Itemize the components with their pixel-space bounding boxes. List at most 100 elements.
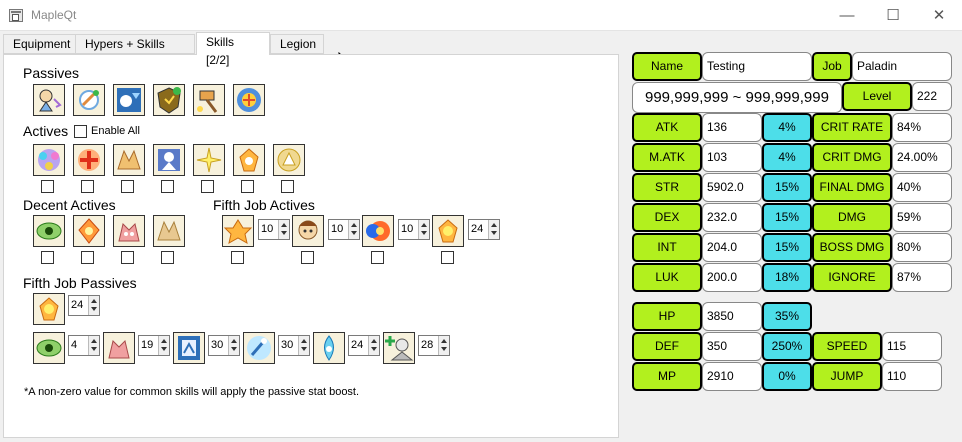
fifth-active-level-spinbox[interactable]: 10 [398, 219, 430, 240]
minimize-button[interactable]: — [839, 7, 855, 24]
spin-arrows-icon[interactable] [298, 336, 309, 355]
tab-legion[interactable]: Legion [270, 34, 324, 54]
name-field[interactable]: Testing [702, 52, 812, 81]
close-button[interactable]: ✕ [932, 7, 946, 24]
fifth-passive-level-spinbox[interactable]: 24 [68, 295, 100, 316]
final-dmg-label: FINAL DMG [812, 173, 892, 202]
luk-field[interactable]: 200.0 [702, 263, 762, 292]
decent-skill-checkbox[interactable] [121, 251, 134, 264]
fifth-passive-level-spinbox[interactable]: 28 [418, 335, 450, 356]
fifth-active-level-spinbox[interactable]: 24 [468, 219, 500, 240]
enable-all-label: Enable All [91, 125, 140, 137]
decent-skill-checkbox[interactable] [81, 251, 94, 264]
tab-equipment[interactable]: Equipment [3, 34, 76, 54]
title-bar: MapleQt — ☐ ✕ [0, 0, 962, 31]
spin-arrows-icon[interactable] [368, 336, 379, 355]
hp-field[interactable]: 3850 [702, 302, 762, 331]
passive-skill-icon [113, 84, 145, 116]
active-skill-checkbox[interactable] [201, 180, 214, 193]
fifth-job-actives-title: Fifth Job Actives [213, 197, 315, 213]
fifth-passive-level-spinbox[interactable]: 30 [208, 335, 240, 356]
fifth-passive-skill-icon [313, 332, 345, 364]
level-label: Level [842, 82, 912, 111]
passive-skill-icon [193, 84, 225, 116]
boss-dmg-field[interactable]: 80% [892, 233, 952, 262]
atk-field[interactable]: 136 [702, 113, 762, 142]
ignore-field[interactable]: 87% [892, 263, 952, 292]
speed-field[interactable]: 115 [882, 332, 942, 361]
spin-arrows-icon[interactable] [488, 220, 499, 239]
matk-field[interactable]: 103 [702, 143, 762, 172]
spin-arrows-icon[interactable] [88, 296, 99, 315]
spin-arrows-icon[interactable] [88, 336, 99, 355]
luk-percent: 18% [762, 263, 812, 292]
int-label: INT [632, 233, 702, 262]
crit-dmg-field[interactable]: 24.00% [892, 143, 952, 172]
fifth-passive-skill-icon [33, 332, 65, 364]
atk-percent: 4% [762, 113, 812, 142]
window-title: MapleQt [31, 8, 77, 22]
damage-range: 999,999,999 ~ 999,999,999 [632, 82, 842, 113]
active-skill-icon [233, 144, 265, 176]
fifth-passive-skill-icon [103, 332, 135, 364]
luk-label: LUK [632, 263, 702, 292]
dex-field[interactable]: 232.0 [702, 203, 762, 232]
boss-dmg-label: BOSS DMG [812, 233, 892, 262]
mp-field[interactable]: 2910 [702, 362, 762, 391]
active-skill-icon [113, 144, 145, 176]
fifth-job-passives-title: Fifth Job Passives [23, 275, 137, 291]
fifth-active-level-spinbox[interactable]: 10 [328, 219, 360, 240]
tab-skills-2[interactable]: Skills [2/2] [196, 32, 270, 67]
active-skill-checkbox[interactable] [241, 180, 254, 193]
dmg-field[interactable]: 59% [892, 203, 952, 232]
spin-arrows-icon[interactable] [418, 220, 429, 239]
active-skill-checkbox[interactable] [281, 180, 294, 193]
skills-panel: Passives Actives Enable All Decent Activ… [3, 54, 619, 438]
level-field[interactable]: 222 [912, 82, 952, 111]
decent-actives-title: Decent Actives [23, 197, 116, 213]
spin-arrows-icon[interactable] [348, 220, 359, 239]
tab-hypers-skills[interactable]: Hypers + Skills [1/2] [75, 34, 195, 69]
jump-field[interactable]: 110 [882, 362, 942, 391]
fifth-active-checkbox[interactable] [441, 251, 454, 264]
matk-label: M.ATK [632, 143, 702, 172]
passive-skill-icon [73, 84, 105, 116]
fifth-passive-skill-icon [33, 293, 65, 325]
fifth-active-checkbox[interactable] [371, 251, 384, 264]
job-label: Job [812, 52, 852, 81]
str-field[interactable]: 5902.0 [702, 173, 762, 202]
fifth-active-skill-icon [432, 215, 464, 247]
active-skill-checkbox[interactable] [121, 180, 134, 193]
spin-arrows-icon[interactable] [228, 336, 239, 355]
spin-arrows-icon[interactable] [438, 336, 449, 355]
spin-arrows-icon[interactable] [278, 220, 289, 239]
crit-rate-field[interactable]: 84% [892, 113, 952, 142]
decent-skill-checkbox[interactable] [161, 251, 174, 264]
fifth-passive-level-spinbox[interactable]: 30 [278, 335, 310, 356]
app-icon [9, 9, 23, 22]
active-skill-checkbox[interactable] [161, 180, 174, 193]
job-field[interactable]: Paladin [852, 52, 952, 81]
fifth-active-checkbox[interactable] [231, 251, 244, 264]
spin-arrows-icon[interactable] [158, 336, 169, 355]
active-skill-icon [33, 144, 65, 176]
fifth-passive-level-spinbox[interactable]: 4 [68, 335, 100, 356]
fifth-active-level-spinbox[interactable]: 10 [258, 219, 290, 240]
decent-skill-checkbox[interactable] [41, 251, 54, 264]
fifth-active-skill-icon [292, 215, 324, 247]
active-skill-checkbox[interactable] [41, 180, 54, 193]
enable-all-checkbox[interactable] [74, 125, 87, 138]
mp-percent: 0% [762, 362, 812, 391]
final-dmg-field[interactable]: 40% [892, 173, 952, 202]
fifth-passive-level-spinbox[interactable]: 19 [138, 335, 170, 356]
str-percent: 15% [762, 173, 812, 202]
int-field[interactable]: 204.0 [702, 233, 762, 262]
def-field[interactable]: 350 [702, 332, 762, 361]
decent-skill-icon [153, 215, 185, 247]
maximize-button[interactable]: ☐ [886, 7, 900, 24]
fifth-passive-level-spinbox[interactable]: 24 [348, 335, 380, 356]
active-skill-checkbox[interactable] [81, 180, 94, 193]
fifth-active-checkbox[interactable] [301, 251, 314, 264]
crit-rate-label: CRIT RATE [812, 113, 892, 142]
passive-skill-icon [33, 84, 65, 116]
